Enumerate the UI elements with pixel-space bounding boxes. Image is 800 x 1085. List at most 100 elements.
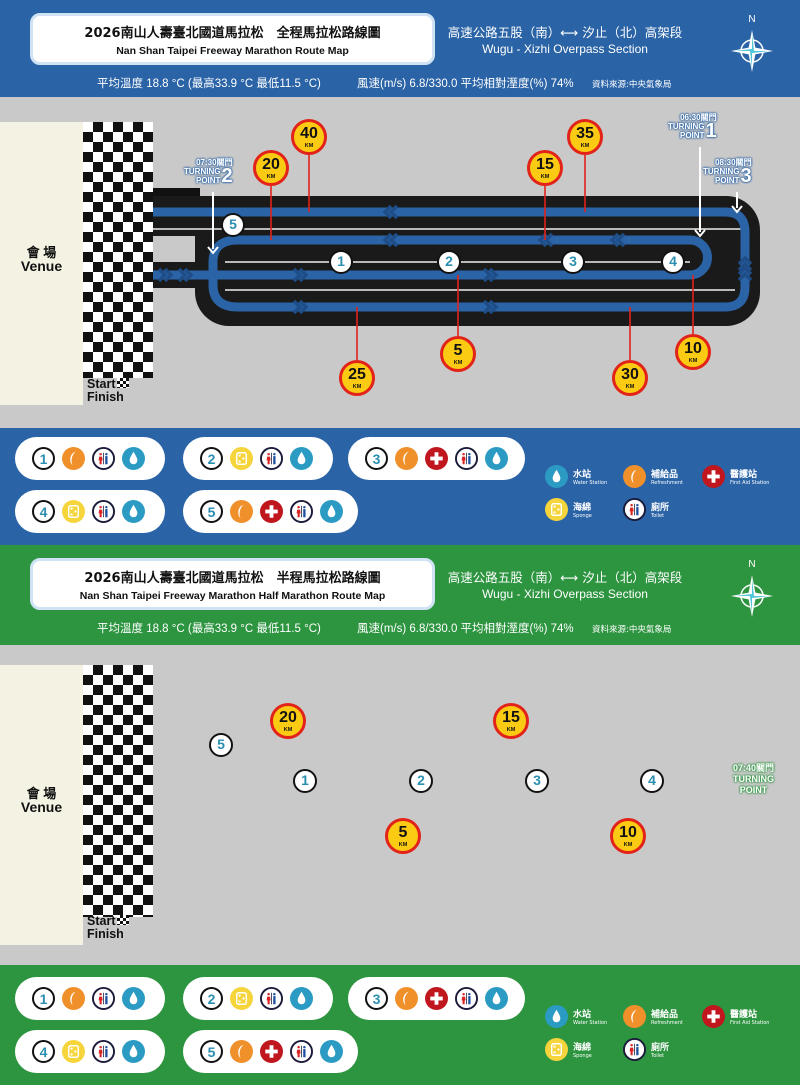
weather-wind-humidity: 風速(m/s) 6.8/330.0 平均相對溼度(%) 74% <box>357 78 574 90</box>
aid-station-marker: 1 <box>329 250 353 274</box>
start-label: Start <box>87 914 116 928</box>
station-number-badge: 1 <box>32 447 55 470</box>
turning-point-closing-time: 07:40關門 <box>733 763 775 773</box>
venue-zh: 會 場 <box>26 244 57 260</box>
station-number-badge: 4 <box>32 500 55 523</box>
legend-zh: 補給品 <box>651 1010 679 1020</box>
turning-label: TURNING <box>668 122 705 131</box>
station-number-badge: 5 <box>200 1040 223 1063</box>
compass-icon: N <box>729 14 775 74</box>
point-label: POINT <box>196 176 221 185</box>
turning-point-number: 1 <box>705 120 717 142</box>
toilet-icon <box>455 447 478 470</box>
station-services-pill: 4 <box>15 490 165 533</box>
turning-point-closing-time: 08:30關門 <box>715 158 752 167</box>
weather-temperature: 平均溫度 18.8 °C (最高33.9 °C 最低11.5 °C) <box>97 623 321 635</box>
sponge-icon <box>545 498 568 521</box>
checkered-flag-icon <box>117 915 130 925</box>
sponge-icon <box>230 987 253 1010</box>
toilet-icon <box>92 447 115 470</box>
aid-station-marker: 1 <box>293 769 317 793</box>
toilet-icon <box>455 987 478 1010</box>
legend-zh: 廁所 <box>651 1043 670 1053</box>
km-unit: KM <box>266 174 276 180</box>
point-label: POINT <box>680 131 705 140</box>
legend-zh: 水站 <box>573 1010 592 1020</box>
water-icon <box>320 500 343 523</box>
toilet-icon <box>290 500 313 523</box>
water-icon <box>485 447 508 470</box>
turning-label: TURNING <box>733 774 775 784</box>
aid-station-marker: 5 <box>221 213 245 237</box>
venue-zh: 會 場 <box>26 786 57 801</box>
station-services-pill: 3 <box>348 437 525 480</box>
aid-station-marker: 2 <box>437 250 461 274</box>
water-icon <box>122 987 145 1010</box>
turning-point-number: 2 <box>221 165 233 187</box>
refreshment-icon <box>62 987 85 1010</box>
legend-zh: 廁所 <box>651 503 670 513</box>
legend-en: Water Station <box>573 1020 608 1026</box>
legend-en: Sponge <box>573 1053 592 1059</box>
legend-zh: 海綿 <box>573 1043 592 1053</box>
sponge-icon <box>62 1040 85 1063</box>
refreshment-icon <box>395 987 418 1010</box>
start-label: Start <box>87 377 116 391</box>
km-unit: KM <box>352 384 362 390</box>
refreshment-icon <box>623 1005 646 1028</box>
station-number-badge: 5 <box>200 500 223 523</box>
finish-label: Finish <box>87 927 124 941</box>
point-label: POINT <box>739 785 768 795</box>
km-value: 20 <box>262 156 280 173</box>
water-icon <box>320 1040 343 1063</box>
water-icon <box>122 1040 145 1063</box>
station-services-pill: 3 <box>348 977 525 1020</box>
legend-zh: 海綿 <box>573 503 592 513</box>
water-icon <box>122 500 145 523</box>
sponge-icon <box>545 1038 568 1061</box>
legend-en: Sponge <box>573 513 592 519</box>
km-unit: KM <box>623 842 633 848</box>
first-aid-icon <box>425 987 448 1010</box>
station-services-pill: 4 <box>15 1030 165 1073</box>
station-services-pill: 5 <box>183 490 358 533</box>
section-en: Wugu - Xizhi Overpass Section <box>482 587 648 601</box>
compass-icon: N <box>729 559 775 619</box>
refreshment-icon <box>62 447 85 470</box>
sponge-icon <box>62 500 85 523</box>
station-number-badge: 2 <box>200 447 223 470</box>
water-icon <box>122 447 145 470</box>
km-unit: KM <box>506 727 516 733</box>
water-icon <box>485 987 508 1010</box>
legend-zh: 醫護站 <box>730 470 758 480</box>
station-number-badge: 2 <box>200 987 223 1010</box>
km-value: 25 <box>348 366 366 383</box>
aid-station-marker: 3 <box>561 250 585 274</box>
aid-station-marker: 2 <box>409 769 433 793</box>
legend-en: Toilet <box>651 513 665 519</box>
toilet-icon <box>623 498 646 521</box>
km-unit: KM <box>688 358 698 364</box>
